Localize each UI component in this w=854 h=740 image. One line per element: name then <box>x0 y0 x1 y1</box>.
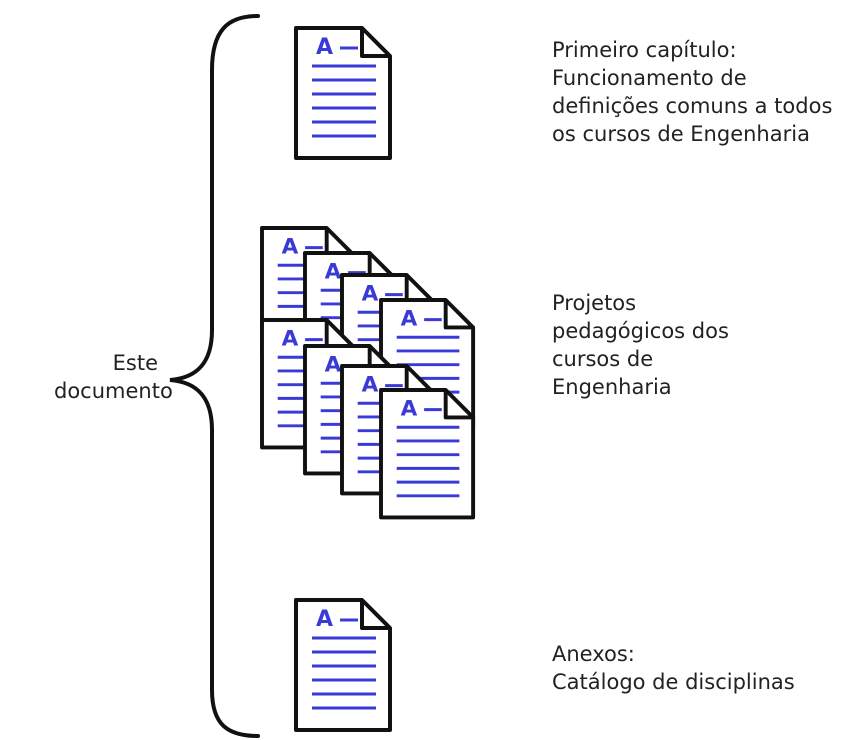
section-label-line: pedagógicos dos <box>552 319 729 343</box>
document-icon-stack-8 <box>379 388 476 520</box>
curly-brace <box>169 14 260 738</box>
root-label-este-documento: Este documento <box>54 349 173 405</box>
section-label-line: Engenharia <box>552 375 672 399</box>
section-label-line: Projetos <box>552 291 637 315</box>
document-stack-icon <box>260 226 476 520</box>
root-label-line: documento <box>54 379 173 403</box>
section-label-projetos: Projetos pedagógicos dos cursos de Engen… <box>552 289 729 401</box>
section-label-line: Primeiro capítulo: <box>552 38 737 62</box>
section-label-line: Catálogo de disciplinas <box>552 670 795 694</box>
section-label-anexos: Anexos: Catálogo de disciplinas <box>552 640 795 696</box>
document-icon-anexos <box>294 598 392 732</box>
root-label-line: Este <box>112 351 158 375</box>
section-label-line: Funcionamento de <box>552 66 747 90</box>
section-label-line: definições comuns a todos <box>552 94 833 118</box>
section-label-line: os cursos de Engenharia <box>552 122 810 146</box>
section-label-line: cursos de <box>552 347 654 371</box>
document-icon-primeiro-capitulo <box>294 26 392 160</box>
section-label-primeiro-capitulo: Primeiro capítulo: Funcionamento de defi… <box>552 36 832 148</box>
section-label-line: Anexos: <box>552 642 635 666</box>
